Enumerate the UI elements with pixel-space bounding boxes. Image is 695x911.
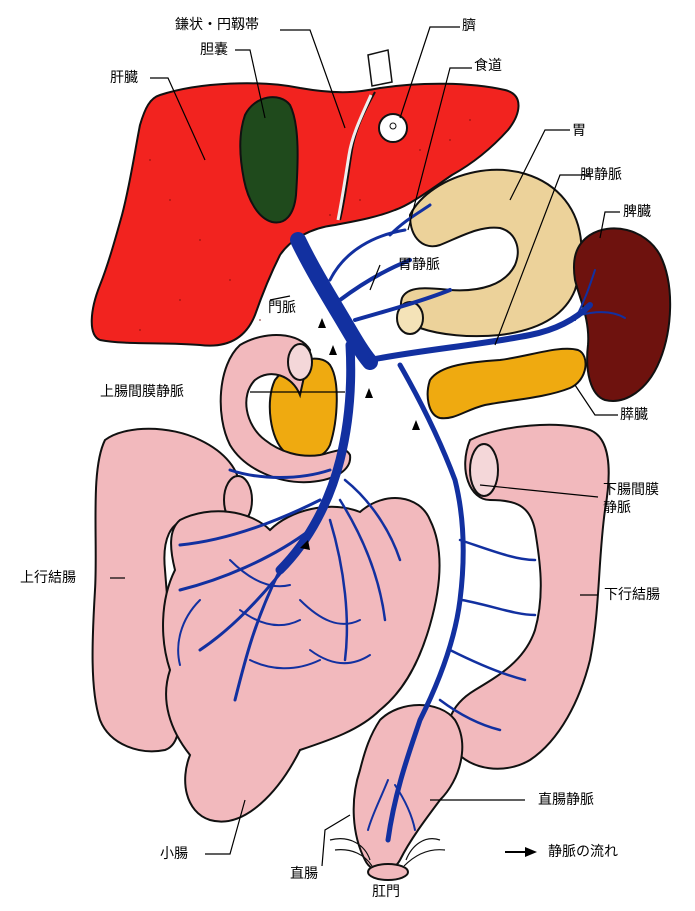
label-splenic-vein: 脾静脈 bbox=[580, 167, 622, 183]
label-liver: 肝臓 bbox=[110, 70, 138, 86]
legend-arrow bbox=[505, 847, 537, 857]
label-small-intestine: 小腸 bbox=[160, 846, 188, 862]
label-anus: 肛門 bbox=[372, 884, 400, 900]
navel bbox=[379, 114, 407, 142]
esophagus bbox=[368, 50, 392, 86]
label-esophagus: 食道 bbox=[474, 58, 502, 74]
pancreas bbox=[428, 349, 586, 419]
label-descending-colon: 下行結腸 bbox=[604, 587, 660, 603]
label-legend: 静脈の流れ bbox=[548, 844, 618, 860]
label-gastric-vein: 胃静脈 bbox=[398, 257, 440, 273]
label-gallbladder: 胆嚢 bbox=[200, 42, 228, 58]
label-pancreas: 膵臓 bbox=[620, 407, 648, 423]
label-sup-mesenteric-vein: 上腸間膜静脈 bbox=[100, 384, 184, 400]
colon-opening-right bbox=[470, 444, 498, 496]
label-rectum: 直腸 bbox=[290, 866, 318, 882]
label-stomach: 胃 bbox=[572, 123, 586, 139]
label-navel: 臍 bbox=[462, 18, 476, 34]
stomach bbox=[401, 170, 582, 336]
label-spleen: 脾臓 bbox=[623, 204, 651, 220]
label-inf-mesenteric-vein-2: 静脈 bbox=[603, 500, 631, 516]
label-ligament: 鎌状・円靱帯 bbox=[175, 17, 259, 33]
label-rectal-vein: 直腸静脈 bbox=[538, 792, 594, 808]
rectum bbox=[354, 705, 463, 871]
anus bbox=[368, 864, 408, 880]
label-ascending-colon: 上行結腸 bbox=[20, 570, 76, 586]
spleen bbox=[574, 228, 670, 401]
label-inf-mesenteric-vein-1: 下腸間膜 bbox=[603, 482, 659, 498]
label-portal-vein: 門脈 bbox=[268, 300, 296, 316]
portal-vein bbox=[298, 240, 370, 362]
